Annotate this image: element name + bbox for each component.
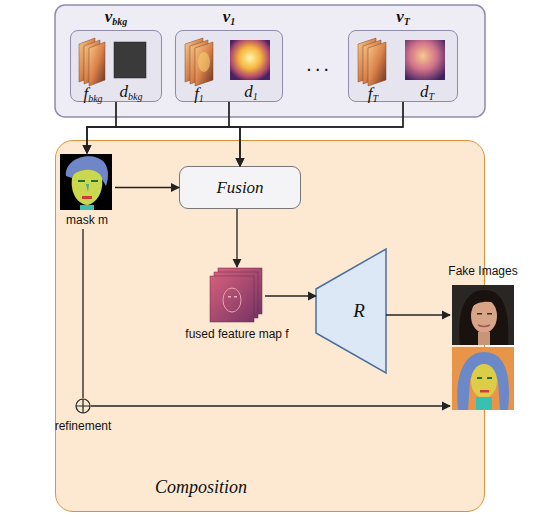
node-text: vbkg — [71, 7, 161, 27]
circle-outline — [75, 398, 91, 414]
node-text: R — [324, 249, 394, 373]
composition-panel: Composition mask m Fusion fused feature map… — [55, 140, 485, 512]
add-symbol: refinement — [75, 398, 91, 414]
node-text: refinement — [43, 419, 123, 433]
map-label: dT — [412, 82, 442, 102]
map-label: f1 — [186, 84, 212, 104]
input-panel-outline — [55, 5, 485, 117]
node-text: vT — [349, 7, 457, 27]
map-label: fT — [360, 84, 386, 104]
feature-map: fused feature map f — [209, 267, 265, 325]
renderer-trapezoid: R — [316, 249, 386, 373]
node-text: Composition — [136, 477, 266, 498]
node-text: fused feature map f — [159, 327, 315, 341]
object-group: vT — [348, 30, 458, 102]
map-label: fbkg — [80, 84, 106, 104]
output-images: Fake Images — [450, 283, 516, 412]
map-label: dbkg — [116, 82, 146, 102]
node-text: Fake Images — [430, 264, 536, 278]
trapezoid-outline — [316, 249, 386, 373]
object-group: v1 — [175, 30, 283, 102]
map-label: d1 — [236, 82, 266, 102]
ellipsis: · · · — [298, 62, 338, 78]
node-text: mask m — [49, 213, 125, 227]
node-text: v1 — [176, 7, 282, 27]
fusion-box: Fusion — [179, 166, 301, 209]
node-text: Fusion — [180, 167, 300, 208]
mask-image: mask m — [59, 153, 115, 229]
